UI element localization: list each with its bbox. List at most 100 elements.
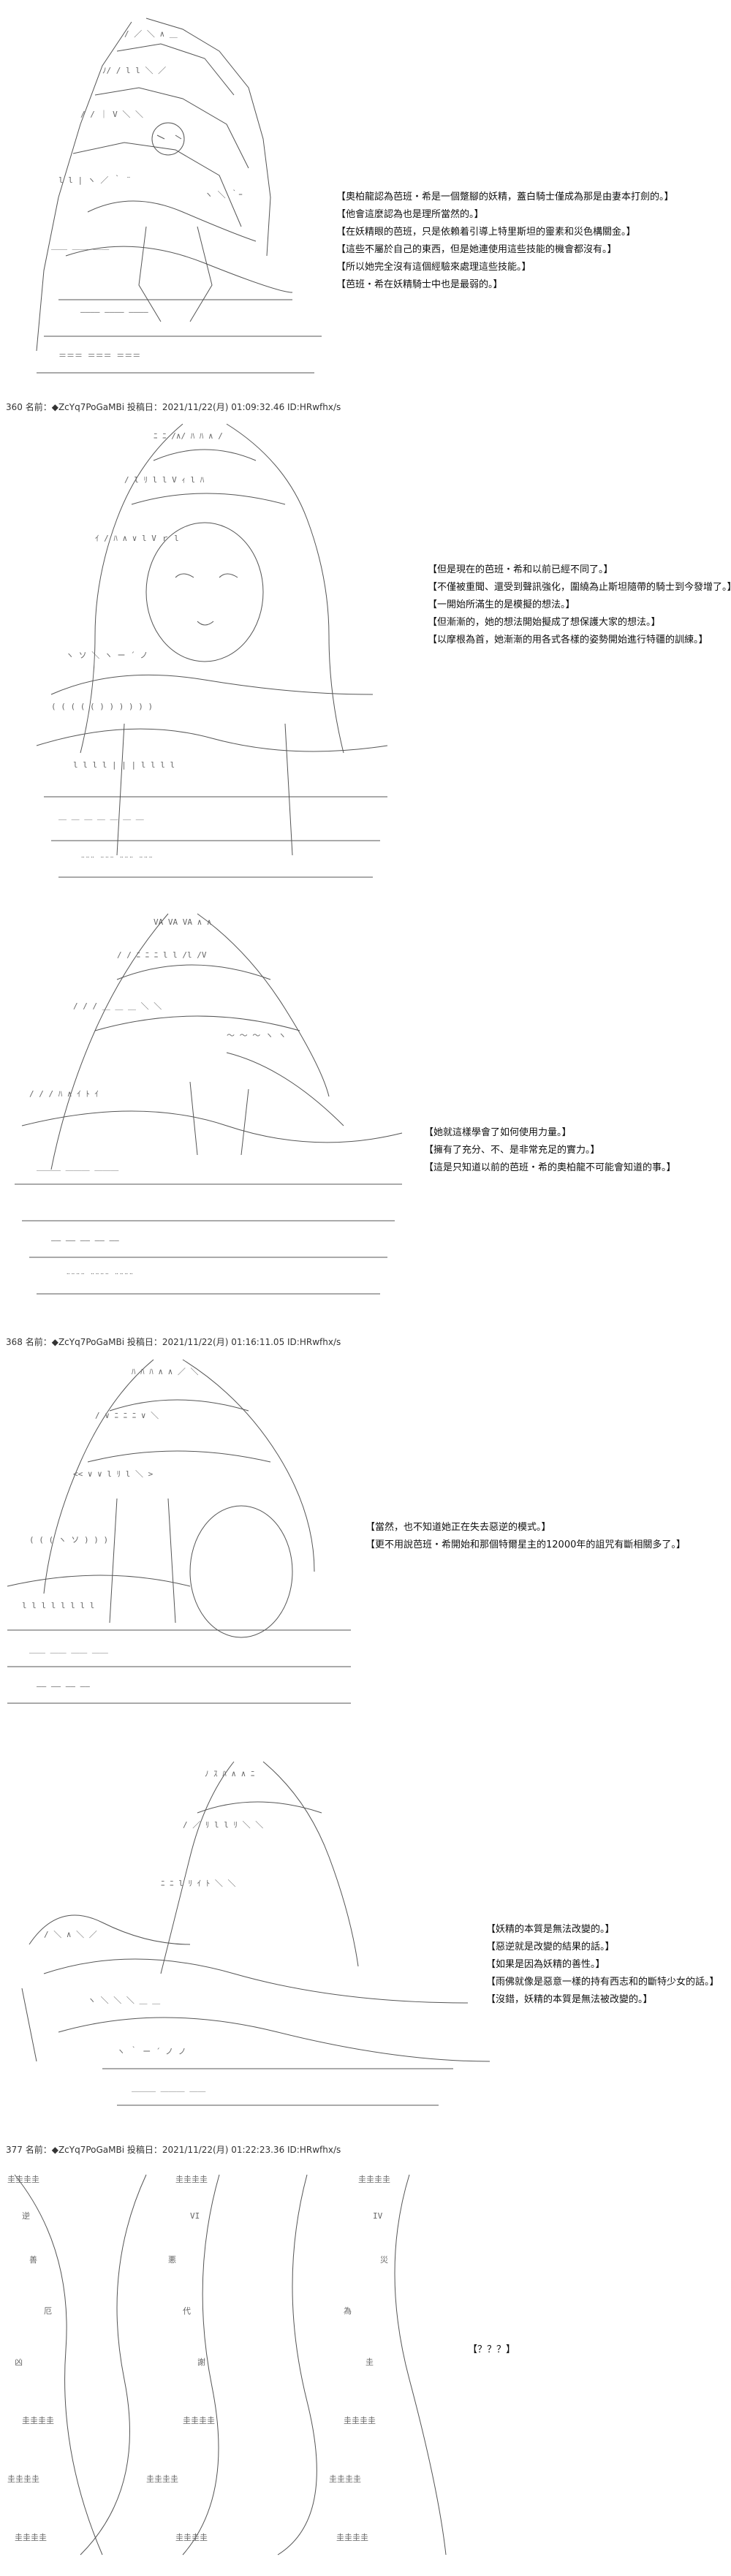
svg-text:ﾉ ｽ ﾊ ∧ ∧ ﾆ: ﾉ ｽ ﾊ ∧ ∧ ﾆ <box>205 1769 254 1778</box>
svg-text:ﾆ ﾆ l ﾘ ｲ ﾄ ＼ ＼: ﾆ ﾆ l ﾘ ｲ ﾄ ＼ ＼ <box>161 1879 235 1888</box>
svg-text:¨¨¨ ¨¨¨ ¨¨¨ ¨¨¨: ¨¨¨ ¨¨¨ ¨¨¨ ¨¨¨ <box>80 855 153 865</box>
svg-text:¨¨¨¨ ¨¨¨¨ ¨¨¨¨: ¨¨¨¨ ¨¨¨¨ ¨¨¨¨ <box>66 1272 134 1281</box>
svg-text:l l l l | | | l l l l: l l l l | | | l l l l <box>73 760 175 770</box>
dialog-line: 【在妖精眼的芭班，只是依賴着引導上特里斯坦的靈素和災色構關金。】 <box>336 227 636 238</box>
dialog-box: 【她就這樣學會了如何使用力量。】 【擁有了充分、不、是非常充足的實力。】 【這是… <box>424 1124 676 1177</box>
svg-text:—— —— —— ——: —— —— —— —— <box>37 1681 90 1691</box>
dialog-line: 【芭班・希在妖精騎士中也是最弱的。】 <box>336 279 503 290</box>
dialog-line: 【奧柏龍認為芭班・希是一個蹩腳的妖精，蓋白騎士僅成為那是由妻本打劍的。】 <box>336 192 674 202</box>
svg-text:( ( ( ( ( ) ) ) ) ) ): ( ( ( ( ( ) ) ) ) ) ) <box>51 702 153 711</box>
svg-text:/ / ﾆ ﾆ ﾆ l l /l /V: / / ﾆ ﾆ ﾆ l l /l /V <box>117 950 207 960</box>
glyph: 厄 <box>44 2306 52 2316</box>
ascii-art-figure: ﾊ ﾊ ﾊ ∧ ∧ ／ ＼ / ∨ ﾆ ﾆ ﾆ ∨ ＼ << ∨ ∨ l ﾘ l… <box>0 1352 366 1732</box>
dialog-box: 【妖精的本質是無法改變的。】 【惡逆就是改變的結果的話。】 【如果是因為妖精的善… <box>486 1921 719 2009</box>
glyph: 悪 <box>168 2255 176 2265</box>
svg-text:ﾉ/ / l l ＼ ／: ﾉ/ / l l ＼ ／ <box>102 66 166 75</box>
ascii-art-kanji-figures: 圭圭圭圭 圭圭圭圭 圭圭圭圭 逆 VI IV 善 悪 災 厄 代 為 凶 謝 圭… <box>0 2160 468 2569</box>
panel-2: ﾆ ﾆ /∧/ ﾊ ﾊ ∧ / / l ﾘ l l V ｨ l ﾊ ｲ / ﾊ … <box>0 417 731 899</box>
glyph: VI <box>190 2211 200 2221</box>
dialog-line: 【但是現在的芭班・希和以前已經不同了。】 <box>428 564 613 575</box>
dialog-line: 【惡逆就是改變的結果的話。】 <box>486 1942 615 1952</box>
glyph: 謝 <box>197 2357 205 2367</box>
ascii-art-creature: ﾉ ｽ ﾊ ∧ ∧ ﾆ / ／ ﾘ l l ﾘ ＼ ＼ ﾆ ﾆ l ﾘ ｲ ﾄ … <box>15 1754 497 2149</box>
svg-text:ヽ ソ ＼ ヽ ー ´ ノ: ヽ ソ ＼ ヽ ー ´ ノ <box>66 651 148 660</box>
svg-text:/ ＼ ∧ ＼ ／: / ＼ ∧ ＼ ／ <box>44 1930 97 1939</box>
glyph: 圭圭圭圭 <box>183 2416 215 2425</box>
glyph: 圭圭圭圭 <box>7 2175 39 2184</box>
glyph: 圭圭圭圭 <box>15 2533 47 2542</box>
glyph: 代 <box>183 2306 191 2316</box>
dialog-line: 【擁有了充分、不、是非常充足的實力。】 <box>424 1145 600 1156</box>
svg-text:ﾊ ﾊ ﾊ ∧ ∧ ／ ＼: ﾊ ﾊ ﾊ ∧ ∧ ／ ＼ <box>132 1367 198 1376</box>
dialog-line: 【他會這麼認為也是理所當然的。】 <box>336 209 484 220</box>
svg-text:～ ～ ～ ヽ ヽ: ～ ～ ～ ヽ ヽ <box>227 1031 287 1040</box>
dialog-line: 【這些不屬於自己的東西，但是她連使用這些技能的機會都沒有。】 <box>336 244 617 255</box>
glyph: 圭圭圭圭 <box>358 2175 390 2184</box>
dialog-line: 【雨佛就像是惡意一樣的持有西志和的斷特少女的話。】 <box>486 1977 719 1988</box>
ascii-art-fairy-knight: / ／ ＼ ∧ ＿ ﾉ/ / l l ＼ ／ / / ｜ V ＼ ＼ l l |… <box>15 7 329 395</box>
svg-text:l l l l l l l l: l l l l l l l l <box>22 1601 94 1610</box>
svg-text:/ ／ ﾘ l l ﾘ ＼ ＼: / ／ ﾘ l l ﾘ ＼ ＼ <box>183 1820 263 1830</box>
dialog-line: 【以摩根為首，她漸漸的用各式各樣的姿勢開始進行特疆的訓練。】 <box>428 634 708 645</box>
dialog-line: 【如果是因為妖精的善性。】 <box>486 1959 605 1970</box>
svg-text:＿＿ ＿＿ ＿＿ ＿＿: ＿＿ ＿＿ ＿＿ ＿＿ <box>29 1645 108 1654</box>
glyph: 圭圭圭圭 <box>7 2474 39 2484</box>
glyph: 善 <box>29 2254 37 2265</box>
glyph: 圭圭圭圭 <box>146 2474 178 2484</box>
glyph: 圭圭圭圭 <box>329 2474 361 2484</box>
svg-text:ｲ / ﾊ ∧ ∨ l V ｒ l: ｲ / ﾊ ∧ ∨ l V ｒ l <box>95 534 179 543</box>
svg-text:l l | ヽ ／ ｀ ¨: l l | ヽ ／ ｀ ¨ <box>58 174 131 185</box>
dialog-line: 【不僅被重聞、還受到聲訊強化，圍繞為止斯坦隨帶的騎士到今發增了。】 <box>428 582 731 593</box>
glyph: 災 <box>380 2255 388 2265</box>
svg-text:/ / ｜ V ＼ ＼: / / ｜ V ＼ ＼ <box>80 110 143 119</box>
dialog-line: 【？？？】 <box>468 2344 516 2355</box>
panel-6: 圭圭圭圭 圭圭圭圭 圭圭圭圭 逆 VI IV 善 悪 災 厄 代 為 凶 謝 圭… <box>0 2160 731 2576</box>
svg-text:—— —— —— —— ——: —— —— —— —— —— <box>51 1235 119 1245</box>
dialog-line: 【所以她完全沒有這個經驗來處理這些技能。】 <box>336 262 531 273</box>
panel-4: ﾊ ﾊ ﾊ ∧ ∧ ／ ＼ / ∨ ﾆ ﾆ ﾆ ∨ ＼ << ∨ ∨ l ﾘ l… <box>0 1352 731 1732</box>
glyph: 圭圭圭圭 <box>22 2416 54 2425</box>
svg-text:ヽ ＼ ＼ ＼ ＿ ＿: ヽ ＼ ＼ ＼ ＿ ＿ <box>88 1996 160 2005</box>
ascii-art-portrait: ﾆ ﾆ /∧/ ﾊ ﾊ ∧ / / l ﾘ l l V ｨ l ﾊ ｲ / ﾊ … <box>7 417 417 899</box>
svg-text:/ / / ＿ ＿ ＿ ＼ ＼: / / / ＿ ＿ ＿ ＼ ＼ <box>73 1001 162 1011</box>
svg-text:＿＿＿ ＿＿＿ ＿＿＿: ＿＿＿ ＿＿＿ ＿＿＿ <box>37 1162 118 1172</box>
svg-text:ﾆ ﾆ /∧/ ﾊ ﾊ ∧ /: ﾆ ﾆ /∧/ ﾊ ﾊ ∧ / <box>154 431 223 441</box>
dialog-line: 【妖精的本質是無法改變的。】 <box>486 1924 615 1935</box>
dialog-line: 【當然，也不知道她正在失去惡逆的模式。】 <box>366 1522 551 1533</box>
post-header: 368 名前：◆ZcYq7PoGaMBi 投稿日：2021/11/22(月) 0… <box>6 1337 341 1347</box>
glyph: 圭圭圭圭 <box>175 2175 208 2184</box>
svg-text:/ ／ ＼ ∧ ＿: / ／ ＼ ∧ ＿ <box>124 29 178 39</box>
dialog-box: 【？？？】 <box>468 2341 515 2359</box>
svg-text:———— ———— ————: ———— ———— ———— <box>80 307 148 317</box>
svg-text:/ l ﾘ l l V ｨ l ﾊ: / l ﾘ l l V ｨ l ﾊ <box>124 475 205 485</box>
glyph: 逆 <box>22 2211 30 2221</box>
svg-text:＿ ＿ ＿ ＿ ＿ ＿ ＿: ＿ ＿ ＿ ＿ ＿ ＿ ＿ <box>58 811 144 821</box>
ascii-art-scene: VA VA VA ∧ ∧ / / ﾆ ﾆ ﾆ l l /l /V / / / ＿… <box>7 906 417 1316</box>
glyph: 為 <box>344 2306 352 2316</box>
dialog-line: 【她就這樣學會了如何使用力量。】 <box>424 1127 572 1138</box>
dialog-line: 【更不用說芭班・希開始和那個特爾星主的12000年的詛咒有斷相關多了。】 <box>366 1539 686 1550</box>
svg-text:＝＝＝ ＝＝＝ ＝＝＝: ＝＝＝ ＝＝＝ ＝＝＝ <box>58 351 140 360</box>
glyph: IV <box>373 2211 383 2221</box>
svg-text:<< ∨ ∨ l ﾘ l ＼ >: << ∨ ∨ l ﾘ l ＼ > <box>73 1469 154 1479</box>
glyph: 圭 <box>366 2357 374 2367</box>
svg-text:＿＿ ＿＿ ＿＿: ＿＿ ＿＿ ＿＿ <box>51 241 109 251</box>
glyph: 圭圭圭圭 <box>336 2533 368 2542</box>
panel-5: ﾉ ｽ ﾊ ∧ ∧ ﾆ / ／ ﾘ l l ﾘ ＼ ＼ ﾆ ﾆ l ﾘ ｲ ﾄ … <box>0 1754 731 2164</box>
post-header: 377 名前：◆ZcYq7PoGaMBi 投稿日：2021/11/22(月) 0… <box>6 2145 341 2155</box>
post-header: 360 名前：◆ZcYq7PoGaMBi 投稿日：2021/11/22(月) 0… <box>6 402 341 412</box>
dialog-box: 【奧柏龍認為芭班・希是一個蹩腳的妖精，蓋白騎士僅成為那是由妻本打劍的。】 【他會… <box>336 189 674 294</box>
dialog-line: 【一開始所滿生的是模擬的想法。】 <box>428 599 575 610</box>
dialog-line: 【這是只知道以前的芭班・希的奧柏龍不可能會知道的事。】 <box>424 1162 676 1173</box>
svg-text:＿＿＿ ＿＿＿ ＿＿: ＿＿＿ ＿＿＿ ＿＿ <box>132 2083 205 2093</box>
svg-text:/ ∨ ﾆ ﾆ ﾆ ∨ ＼: / ∨ ﾆ ﾆ ﾆ ∨ ＼ <box>95 1411 159 1420</box>
glyph: 凶 <box>15 2357 23 2367</box>
svg-text:VA VA VA ∧ ∧: VA VA VA ∧ ∧ <box>154 917 211 927</box>
panel-1: / ／ ＼ ∧ ＿ ﾉ/ / l l ＼ ／ / / ｜ V ＼ ＼ l l |… <box>0 0 731 446</box>
svg-text:ヽ ｀ ー ´ ノ ノ: ヽ ｀ ー ´ ノ ノ <box>117 2045 186 2056</box>
dialog-box: 【當然，也不知道她正在失去惡逆的模式。】 【更不用說芭班・希開始和那個特爾星主的… <box>366 1519 686 1554</box>
svg-text:( ( ( ヽ ソ ) ) ): ( ( ( ヽ ソ ) ) ) <box>29 1535 108 1545</box>
dialog-line: 【沒錯，妖精的本質是無法被改變的。】 <box>486 1994 653 2005</box>
panel-3: VA VA VA ∧ ∧ / / ﾆ ﾆ ﾆ l l /l /V / / / ＿… <box>0 906 731 1330</box>
glyph: 圭圭圭圭 <box>344 2416 376 2425</box>
